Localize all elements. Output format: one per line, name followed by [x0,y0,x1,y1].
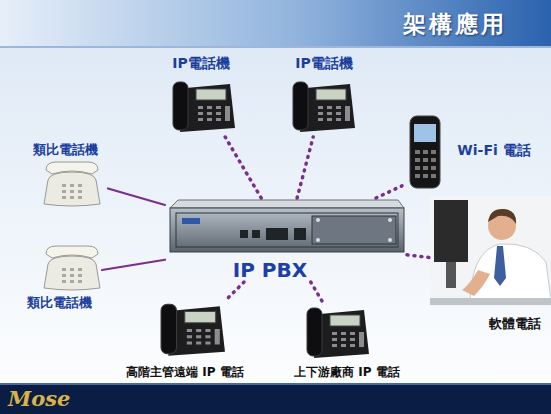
dotted-link [228,282,244,298]
header-rule [0,46,551,48]
softphone-node: 軟體電話 [430,195,551,335]
remote-ip-phone-node: 高階主管遠端 IP 電話 [100,298,270,384]
pbx-screw [316,238,320,242]
pbx-port [240,230,248,238]
dotted-link [297,137,313,198]
person-hand [462,270,490,296]
wifi-phone [410,116,440,188]
wifi-phone-keypad [415,150,436,178]
analog-phone [44,162,100,206]
pbx-port [252,230,260,238]
dotted-link [225,137,261,198]
analog-line [108,188,165,205]
node-label: IP電話機 [160,55,242,72]
person-tie [494,246,506,286]
footer-rule [0,383,551,385]
monitor-stand [446,262,456,288]
pbx-screw [388,218,392,222]
slide-title: 架構應用 [370,9,540,40]
pbx-top [170,200,404,208]
node-label: 類比電話機 [22,142,108,158]
analog-phone-node: 類比電話機 [22,142,108,210]
ip-phone [293,82,355,132]
node-label: IP PBX [165,258,375,282]
pbx-badge [182,218,200,224]
wifi-phone-body [410,116,440,188]
node-label: 上下游廠商 IP 電話 [272,365,422,379]
pbx-slot [312,216,396,244]
ip-pbx-node: IP PBX [165,198,407,282]
logo-text: Mose [8,386,70,411]
footer-band [0,385,551,414]
wifi-phone-node: Wi-Fi 電話 [402,112,547,192]
ip-phone [173,82,235,132]
node-label: IP電話機 [283,55,365,72]
node-label: Wi-Fi 電話 [444,142,544,159]
pbx-chassis [170,208,404,252]
pbx-screw [388,238,392,242]
wifi-phone-screen [414,124,436,142]
pbx-port [294,228,306,240]
pbx-panel [176,213,398,247]
ip-phone [307,308,369,358]
desk [430,298,551,305]
dotted-link [311,282,323,303]
node-label: 高階主管遠端 IP 電話 [100,365,270,379]
ip-phone-node: IP電話機 [160,55,242,137]
node-label: 類比電話機 [16,295,102,311]
analog-line [102,260,165,270]
ip-phone-node: IP電話機 [283,55,365,137]
analog-phone-node: 類比電話機 [16,242,102,312]
pbx-port [266,228,288,240]
dotted-link [407,255,430,258]
ip-phone [161,304,225,356]
node-label: 軟體電話 [478,316,551,332]
monitor [434,200,468,262]
analog-phone [44,246,100,290]
person-hair [488,209,516,224]
header-band [0,0,551,46]
dotted-link [376,186,402,198]
partner-ip-phone-node: 上下游廠商 IP 電話 [272,303,422,384]
pbx-screw [316,218,320,222]
softphone-backdrop [430,196,551,306]
